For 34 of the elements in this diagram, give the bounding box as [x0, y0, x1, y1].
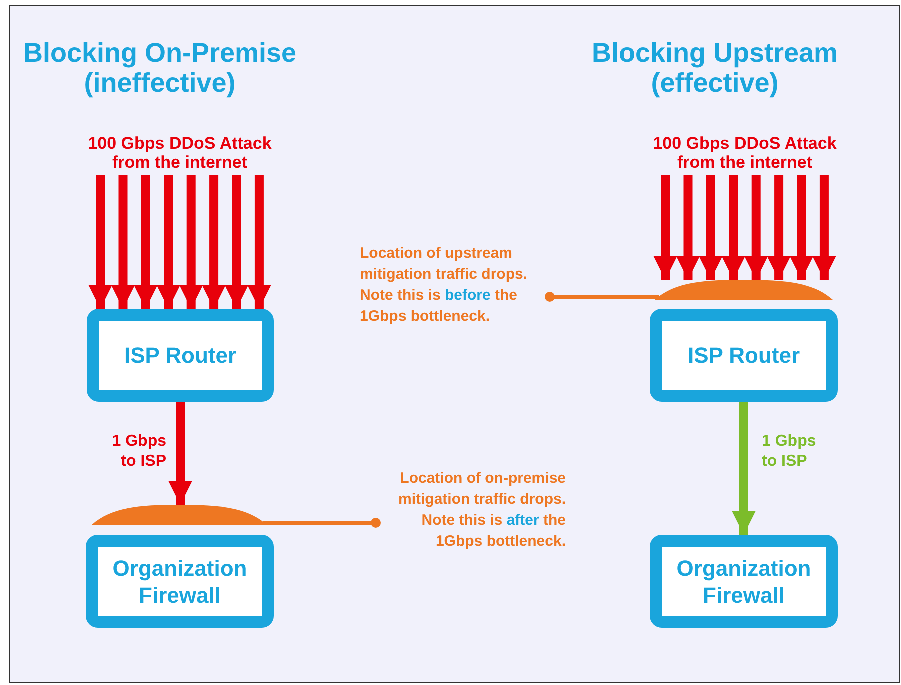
- arrow: [767, 175, 792, 280]
- column-heading: Blocking Upstream (effective): [590, 38, 840, 98]
- arrow: [88, 175, 113, 309]
- annotation-text: Location of on-premise mitigation traffic drops. Note this is after the 1Gbps bottleneck.: [397, 469, 566, 552]
- arrow: [744, 175, 768, 280]
- arrow: [202, 175, 226, 309]
- arrow: [698, 175, 723, 280]
- arrow: [168, 402, 192, 505]
- device-label: ISP Router: [124, 342, 237, 369]
- arrow: [156, 175, 181, 309]
- device-label: Organization Firewall: [676, 554, 812, 608]
- arrow: [790, 175, 814, 280]
- device-box: [650, 309, 838, 402]
- device-box: [86, 535, 274, 628]
- arrow: [111, 175, 136, 309]
- arrow: [179, 175, 204, 309]
- arrow: [224, 175, 249, 309]
- arrow: [732, 402, 756, 535]
- column-heading: Blocking On-Premise (ineffective): [22, 38, 298, 98]
- arrow: [134, 175, 158, 309]
- leader-line: [263, 518, 381, 528]
- arrow: [654, 175, 678, 280]
- annotation-text: Location of upstream mitigation traffic drops. Note this is before the 1Gbps bottleneck.: [360, 244, 529, 327]
- leader-line: [545, 292, 659, 302]
- attack-label: 100 Gbps DDoS Attack from the internet: [652, 134, 838, 172]
- arrow: [247, 175, 272, 309]
- device-label: ISP Router: [688, 342, 800, 369]
- arrow: [812, 175, 836, 280]
- device-box: [87, 309, 274, 402]
- attack-label: 100 Gbps DDoS Attack from the internet: [87, 134, 273, 172]
- device-label: Organization Firewall: [112, 554, 248, 608]
- device-box: [650, 535, 838, 628]
- arrow: [722, 175, 746, 280]
- arrow: [676, 175, 700, 280]
